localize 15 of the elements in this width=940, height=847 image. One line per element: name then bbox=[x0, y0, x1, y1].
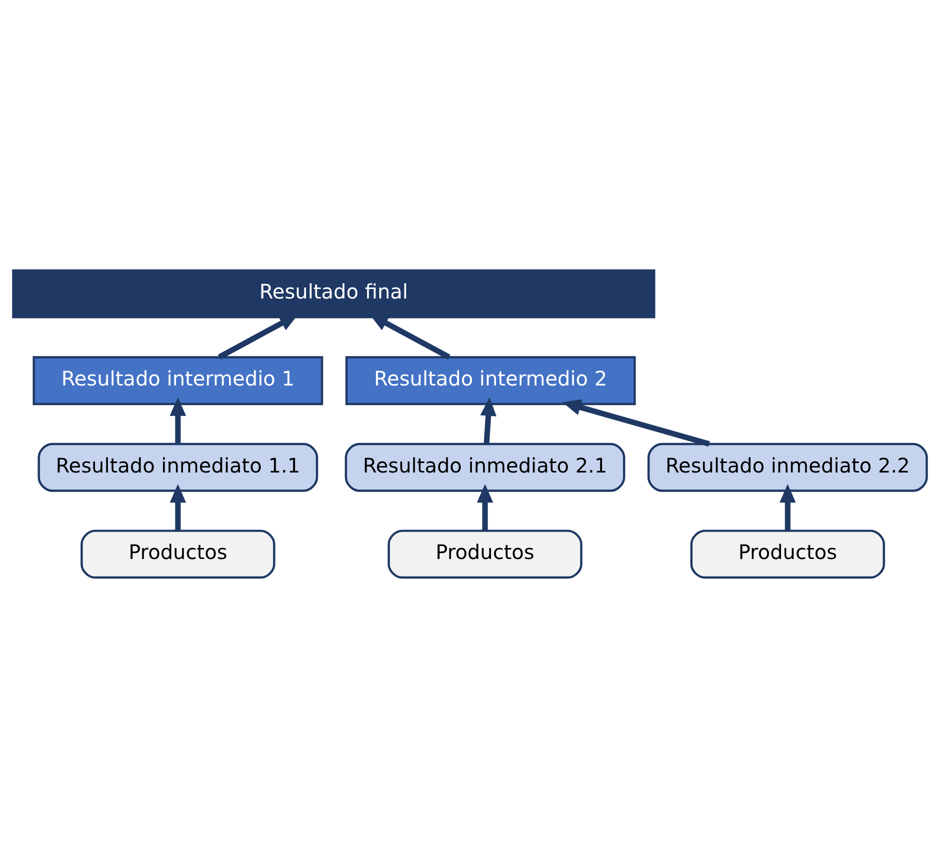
node-box: Productos bbox=[690, 529, 886, 578]
arrow bbox=[480, 396, 496, 444]
arrow bbox=[562, 398, 710, 446]
node-box: Resultado intermedio 2 bbox=[345, 356, 636, 405]
arrow bbox=[170, 396, 186, 444]
arrow bbox=[780, 484, 796, 530]
node-box: Resultado intermedio 1 bbox=[32, 356, 324, 405]
arrow bbox=[170, 484, 186, 530]
arrow bbox=[476, 484, 494, 530]
node-box: Resultado inmediato 2.1 bbox=[344, 442, 626, 492]
node-box: Resultado inmediato 2.2 bbox=[647, 442, 928, 492]
node-box: Productos bbox=[388, 529, 582, 578]
node-box: Resultado final bbox=[12, 268, 656, 318]
node-box: Productos bbox=[80, 529, 276, 578]
node-box: Resultado inmediato 1.1 bbox=[38, 442, 318, 492]
